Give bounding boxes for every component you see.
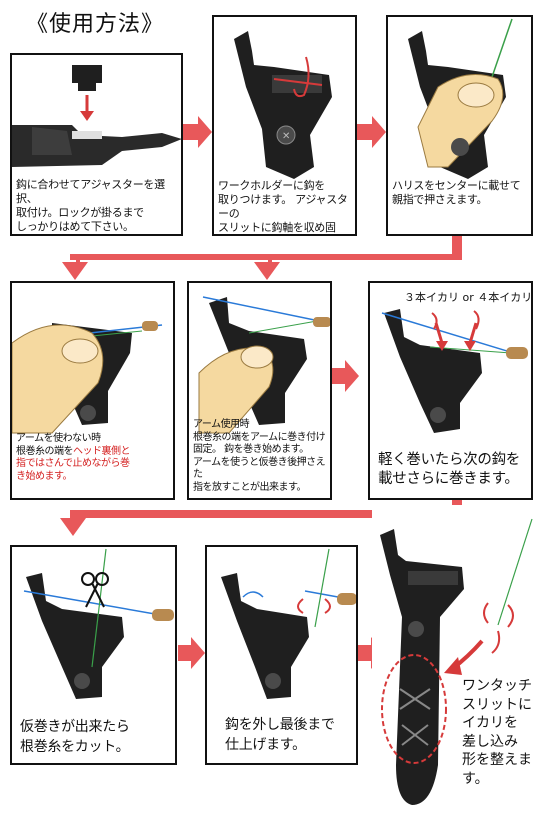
step-7-illustration (23, 548, 174, 699)
step-7-caption: 仮巻きが出来たら 根巻糸をカット。 (20, 719, 130, 755)
step-2-panel: ✕ ワークホルダーに鈎を 取りつけます。 アジャスターの スリットに鈎軸を収め固… (212, 15, 357, 236)
step-6-panel: ３本イカリ or ４本イカリ 軽く巻いたら次の鈎を 載せさらに巻きます。 (368, 281, 533, 500)
step-8-caption: 鈎を外し最後まで 仕上げます。 (225, 717, 335, 753)
step-3-illustration (408, 18, 513, 179)
page-title: 《使用方法》 (26, 12, 165, 37)
step-8-illustration (221, 548, 356, 699)
step-3-panel: ハリスをセンターに載せて 親指で押さえます。 (386, 15, 533, 236)
arrow-right-2 (357, 116, 386, 148)
arrow-right-1 (183, 116, 212, 148)
step-9-illustration (380, 518, 533, 805)
arrow-down-7 (60, 518, 86, 536)
arrow-right-4 (178, 637, 205, 669)
step-5-panel: アーム使用時 根巻糸の端をアームに巻き付け 固定。 鈎を巻き始めます。 アームを… (187, 281, 332, 500)
step-1-caption: 鈎に合わせてアジャスターを選択、 取付け。ロックが掛るまで しっかりはめて下さい… (16, 178, 165, 233)
step-4-panel: アームを使わない時 根巻糸の端をヘッド裏側と 指ではさんで止めながら巻 き始めま… (10, 281, 175, 500)
step-4-illustration (12, 321, 163, 434)
step-1-panel: 鈎に合わせてアジャスターを選択、 取付け。ロックが掛るまで しっかりはめて下さい… (10, 53, 183, 236)
step-6-caption: 軽く巻いたら次の鈎を 載せさらに巻きます。 (378, 452, 520, 487)
step-6-top-label: ３本イカリ or ４本イカリ (404, 291, 533, 304)
step-9-caption: ワンタッチ スリットに イカリを 差し込み 形を整えます。 (462, 678, 532, 787)
step-1-illustration (12, 65, 181, 167)
step-5-illustration (198, 296, 330, 434)
step-5-caption: アーム使用時 根巻糸の端をアームに巻き付け 固定。 鈎を巻き始めます。 アームを… (193, 419, 326, 493)
arrow-down-4 (62, 262, 88, 280)
connector-row1-row2 (70, 236, 462, 262)
step-4-caption: アームを使わない時 根巻糸の端をヘッド裏側と 指ではさんで止めながら巻 き始めま… (16, 433, 131, 482)
arrow-right-3 (332, 360, 359, 392)
svg-text:✕: ✕ (282, 131, 290, 142)
arrow-down-5 (254, 262, 280, 280)
step-2-caption: ワークホルダーに鈎を 取りつけます。 アジャスターの スリットに鈎軸を収め固定。 (218, 179, 348, 234)
step-9-panel: ワンタッチ スリットに イカリを 差し込み 形を整えます。 (372, 505, 550, 817)
step-8-panel: 鈎を外し最後まで 仕上げます。 (205, 545, 358, 765)
step-2-illustration: ✕ (234, 31, 332, 179)
step-6-illustration (381, 309, 528, 433)
step-3-caption: ハリスをセンターに載せて 親指で押さえます。 (392, 179, 521, 206)
step-7-panel: 仮巻きが出来たら 根巻糸をカット。 (10, 545, 177, 765)
